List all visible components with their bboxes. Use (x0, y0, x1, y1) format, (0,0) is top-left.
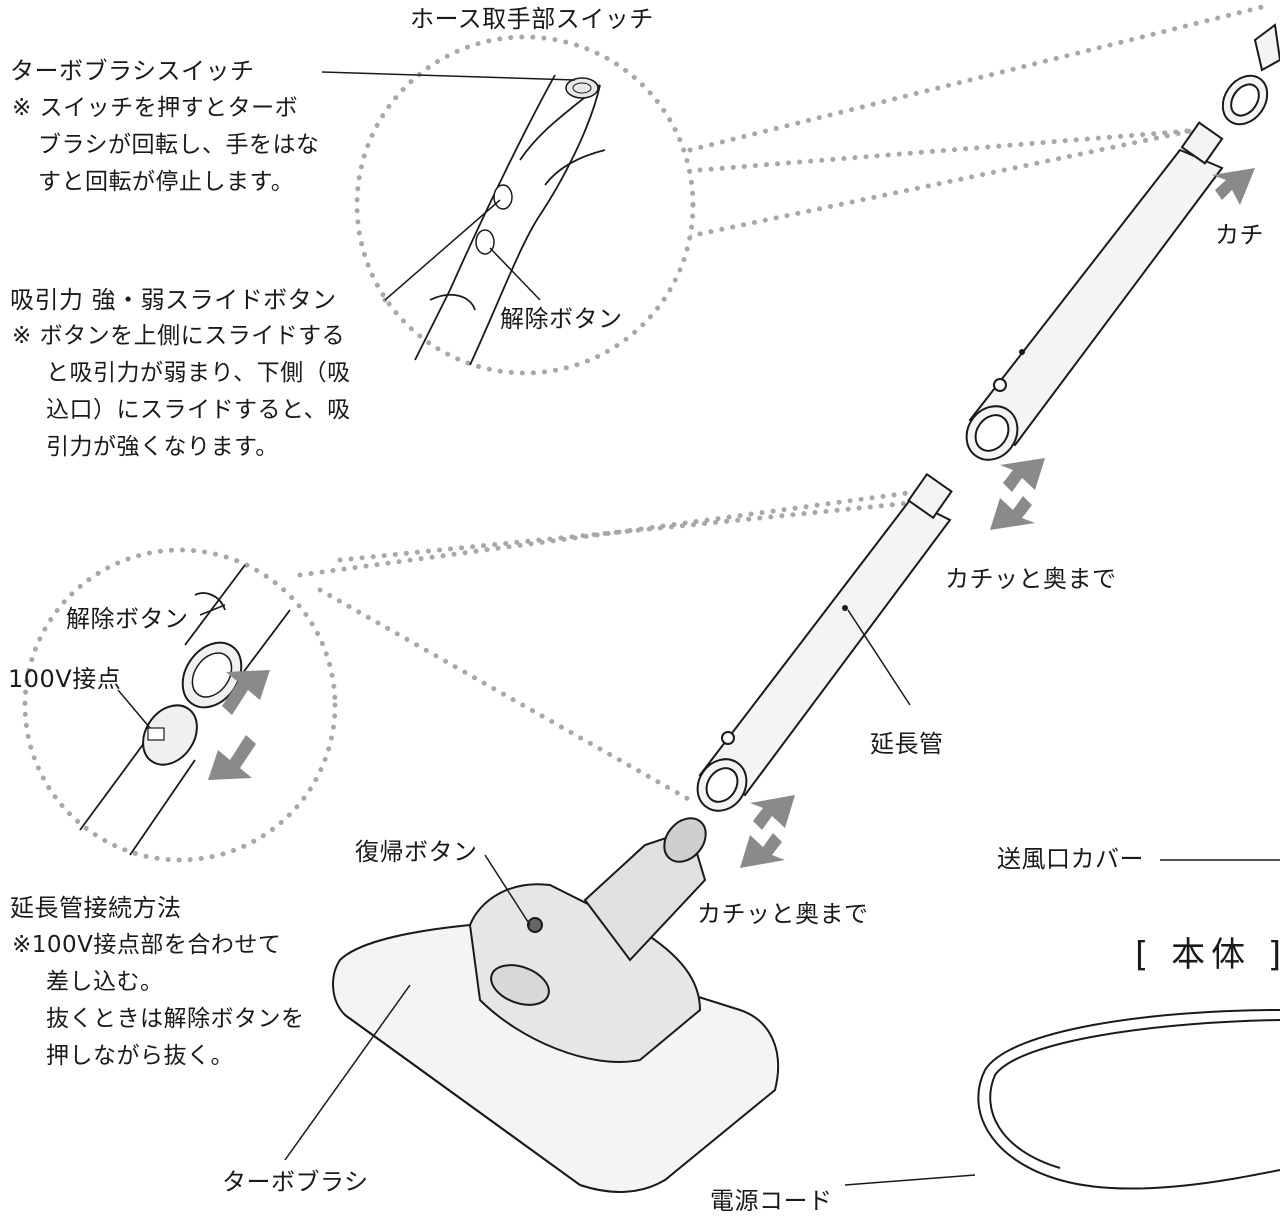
upper-extension-pipe (965, 121, 1224, 461)
assembly-arrows (740, 168, 1255, 868)
lower-extension-pipe (696, 472, 953, 812)
insert-arrow-down (222, 670, 270, 715)
insert-arrow-up (208, 735, 256, 780)
leader-lines (117, 71, 1280, 1186)
turbo-switch-label: ターボブラシスイッチ (10, 57, 255, 85)
reset-button-label: 復帰ボタン (355, 838, 478, 866)
reset-button-icon (527, 917, 543, 933)
release-button-icon (475, 229, 495, 255)
contact-100v-label: 100V接点 (8, 665, 122, 693)
extension-pipe-label: 延長管 (870, 730, 944, 758)
release-button-label-top: 解除ボタン (500, 305, 623, 333)
click-label-bottom: カチッと奥まで (697, 900, 869, 928)
blower-cover-label: 送風口カバー (997, 845, 1144, 873)
slide-button-icon (493, 184, 513, 210)
power-cord-label: 電源コード (710, 1187, 833, 1215)
release-button-label-left: 解除ボタン (66, 605, 189, 633)
connect-method-title: 延長管接続方法 (10, 894, 182, 922)
connect-method-note: ※100V接点部を合わせて 差し込む。 抜くときは解除ボタンを 押しながら抜く。 (12, 932, 305, 1069)
turbo-switch-note: ※ スイッチを押すとターボ ブラシが回転し、手をはな すと回転が停止します。 (12, 95, 320, 195)
main-body-outline (977, 1009, 1280, 1190)
suction-slide-label: 吸引力 強・弱スライドボタン (10, 286, 337, 314)
hose-handle-zoom-circle (354, 34, 696, 376)
pipe-connection-zoom-circle (22, 547, 338, 863)
click-label-top: カチ (1215, 221, 1264, 249)
hose-switch-label: ホース取手部スイッチ (410, 5, 654, 33)
zoom-connector-lines (297, 2, 1273, 803)
turbo-brush-label: ターボブラシ (222, 1168, 369, 1196)
turbo-switch-icon (565, 77, 599, 99)
suction-note: ※ ボタンを上側にスライドする と吸引力が弱まり、下側（吸 込口）にスライドする… (12, 323, 351, 460)
hose-coupling (1221, 23, 1280, 126)
turbo-brush-head (332, 817, 780, 1193)
click-label-mid: カチッと奥まで (945, 565, 1117, 593)
main-body-label: [ 本体 ] (1135, 935, 1280, 975)
